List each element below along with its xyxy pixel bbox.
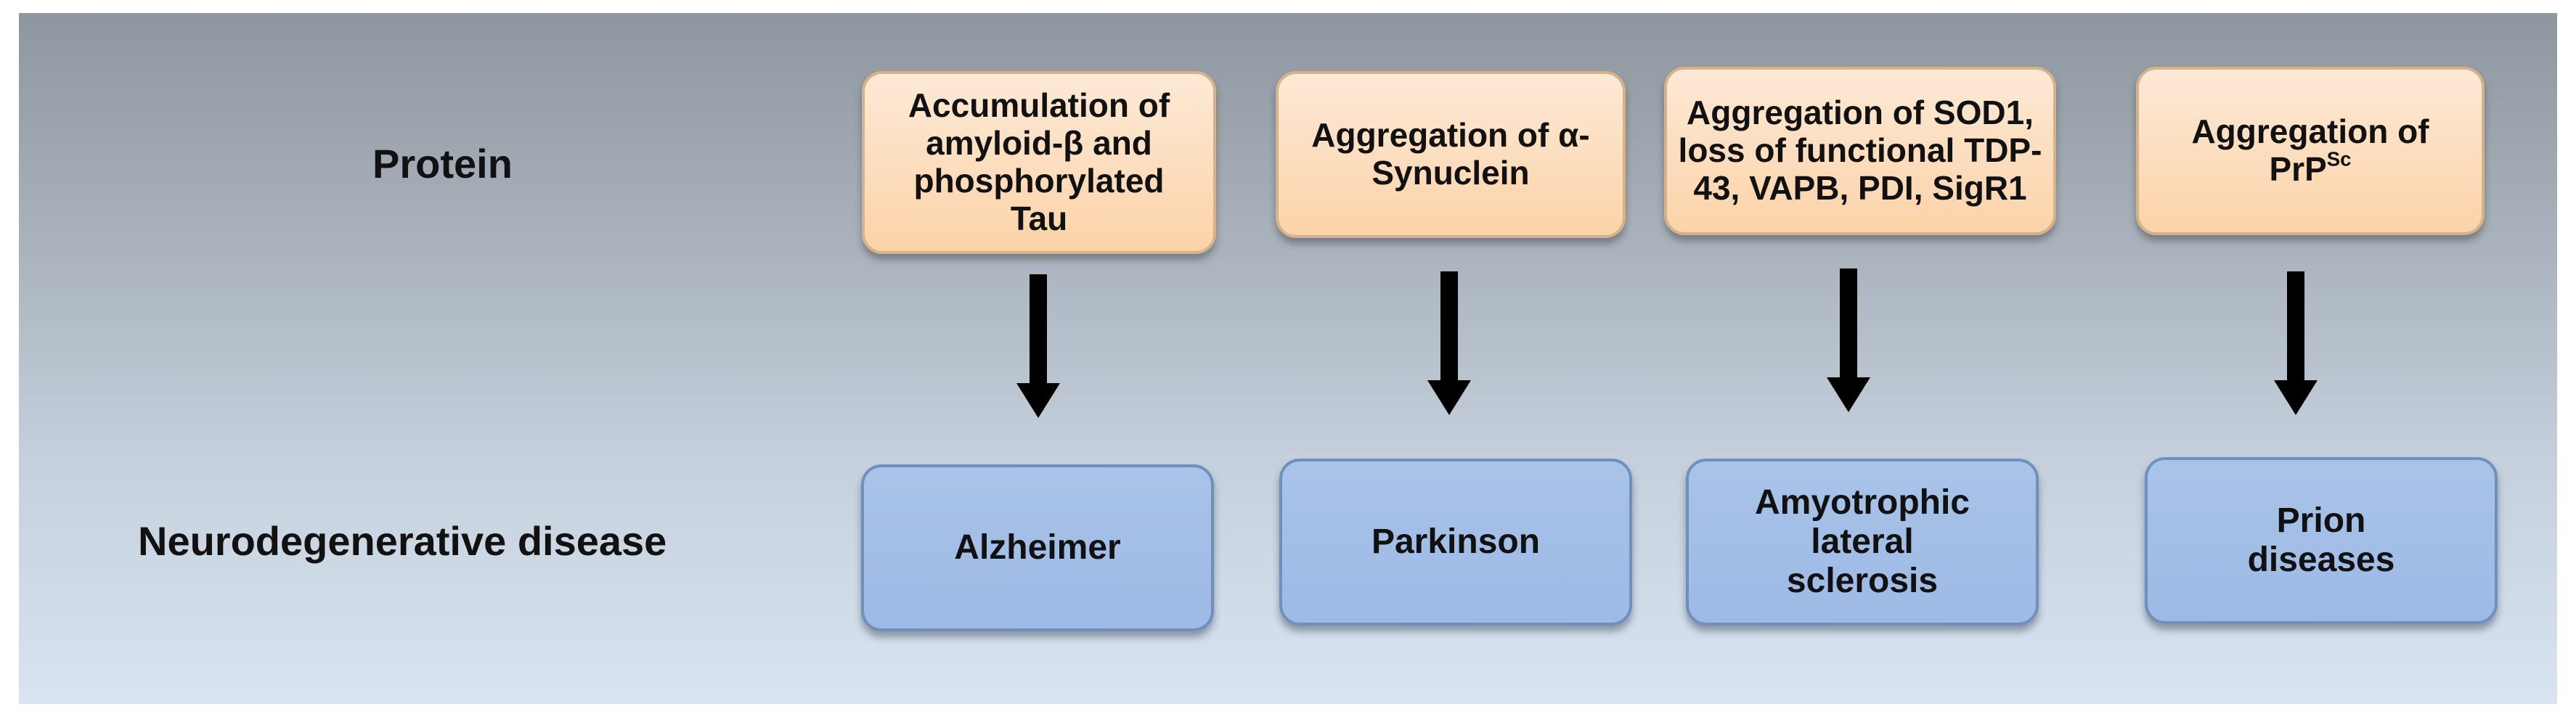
arrow-down-icon	[1016, 274, 1060, 418]
disease-text-prion: Prion diseases	[2247, 501, 2395, 579]
protein-box-alzheimer: Accumulation of amyloid-β and phosphoryl…	[862, 71, 1216, 254]
protein-text-prion-superscript: Sc	[2326, 147, 2352, 171]
disease-text-parkinson: Parkinson	[1371, 522, 1541, 561]
disease-box-alzheimer: Alzheimer	[861, 464, 1214, 631]
disease-text-als: Amyotrophic lateral sclerosis	[1754, 483, 1970, 601]
protein-text-als: Aggregation of SOD1, loss of functional …	[1678, 94, 2042, 207]
arrow-down-icon	[1827, 268, 1870, 412]
protein-text-prion-main: Aggregation of PrP	[2191, 112, 2429, 188]
protein-box-prion: Aggregation of PrPSc	[2136, 67, 2485, 235]
protein-box-parkinson: Aggregation of α-Synuclein	[1276, 71, 1626, 238]
arrow-down-icon	[1427, 271, 1471, 415]
disease-box-als: Amyotrophic lateral sclerosis	[1686, 459, 2039, 625]
disease-text-alzheimer: Alzheimer	[954, 528, 1121, 567]
protein-box-als: Aggregation of SOD1, loss of functional …	[1664, 67, 2056, 235]
protein-row-label: Protein	[372, 141, 513, 186]
protein-text-alzheimer: Accumulation of amyloid-β and phosphoryl…	[908, 86, 1170, 237]
disease-box-parkinson: Parkinson	[1279, 459, 1632, 625]
arrow-down-icon	[2274, 271, 2318, 415]
protein-text-prion: Aggregation of PrPSc	[2158, 112, 2463, 189]
protein-text-parkinson: Aggregation of α-Synuclein	[1311, 116, 1590, 192]
disease-row-label: Neurodegenerative disease	[138, 518, 667, 564]
disease-box-prion: Prion diseases	[2145, 457, 2498, 624]
